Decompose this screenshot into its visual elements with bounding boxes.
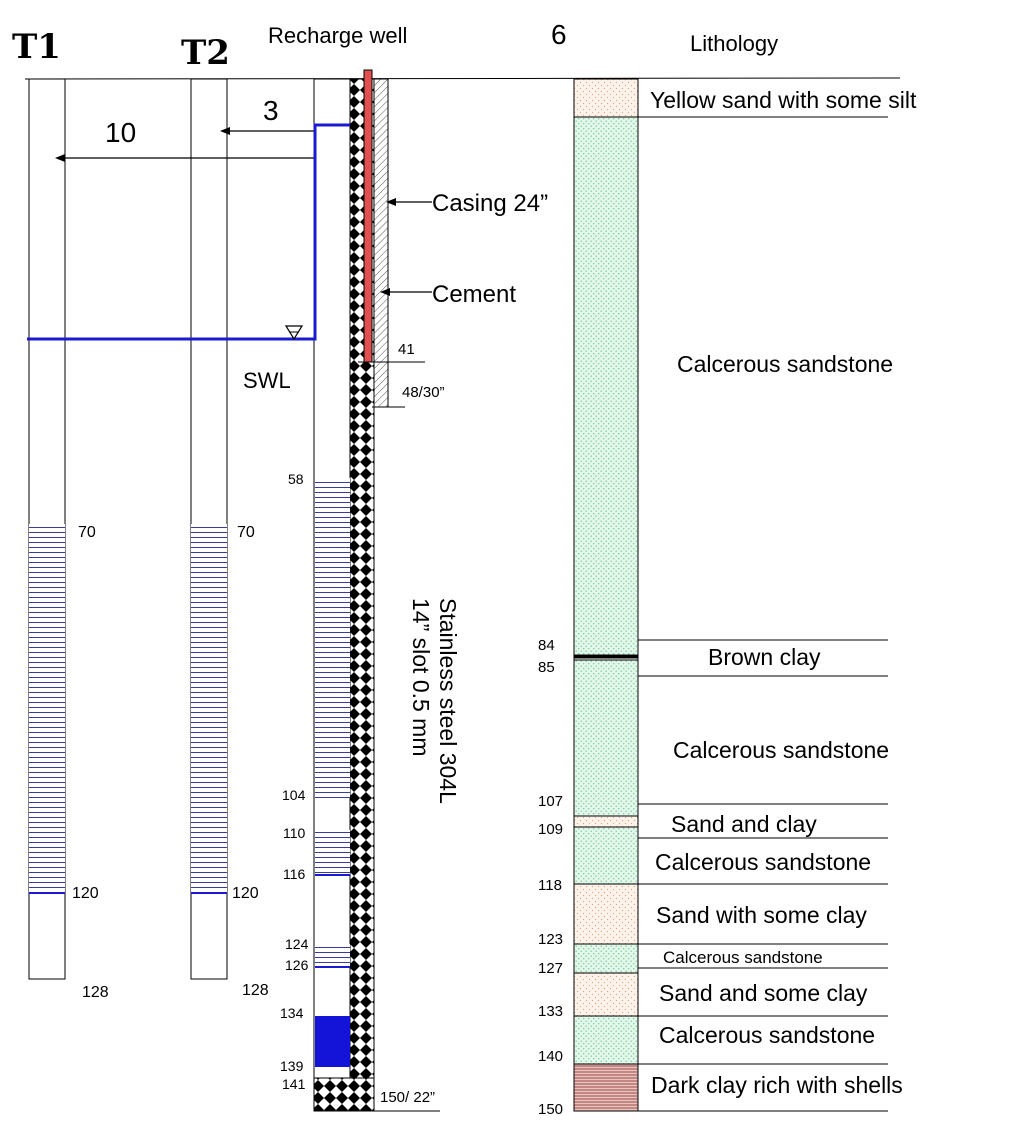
lithology-depth-label: 140 [538,1048,563,1065]
lithology-layer [573,1015,639,1065]
lithology-depth-label: 127 [538,960,563,977]
lithology-layer [573,972,639,1017]
lithology-depth-label: 150 [538,1101,563,1118]
lithology-layer-label: Brown clay [708,644,821,670]
recharge-depth-58: 58 [288,471,304,487]
distance-annotations: 10 3 [55,95,318,162]
casing-depth-label: 41 [398,341,415,358]
t2-total-depth: 128 [242,982,269,999]
distance-t2-label: 3 [263,95,279,126]
lithology-depth-label: 118 [538,877,562,894]
screen-spec-label: Stainless steel 304L 14” slot 0.5 mm [408,598,461,804]
ground-surface-line [24,77,901,80]
sump-section [315,1016,350,1067]
lithology-depth-label: 107 [538,793,563,810]
distance-t1-label: 10 [105,117,136,148]
t1-screen-bottom-depth: 120 [72,885,99,902]
lithology-layer [573,659,639,817]
lithology-depth-label: 109 [538,821,563,838]
lithology-layer-label: Sand with some clay [656,902,867,928]
water-level-line [27,123,350,341]
recharge-depth-116: 116 [283,866,306,882]
lithology-layer [573,116,639,656]
casing-callout-arrowhead [386,198,396,206]
lithology-layer-label: Sand and some clay [659,980,868,1006]
t2-screen [191,524,227,894]
lithology-layer [573,826,639,885]
screen-section-2 [315,830,350,875]
lithology-layer [573,883,639,945]
screen-spec-line1: Stainless steel 304L [435,598,461,804]
recharge-depth-110: 110 [283,825,306,841]
swl-label: SWL [243,368,291,393]
lithology-layers [573,78,639,1112]
recharge-depth-126: 126 [285,957,309,973]
cement-seal [373,78,389,408]
recharge-depth-134: 134 [280,1005,304,1021]
lithology-depth-label: 123 [538,931,563,948]
lithology-layer [573,1063,639,1112]
lithology-depth-label: 133 [538,1003,563,1020]
water-level: SWL [27,123,350,393]
t1-screen-top-depth: 70 [78,524,96,541]
lithology-depth-label: 84 [538,637,555,654]
screen-spec-line2: 14” slot 0.5 mm [408,598,434,757]
cement-depth-label: 48/30” [402,384,445,401]
t1-screen [29,524,65,894]
t2-screen-top-depth: 70 [237,524,255,541]
distance-t2-arrowhead [220,127,230,135]
casing-label: Casing 24” [432,190,548,217]
cement-label: Cement [432,281,516,308]
t1-total-depth: 128 [82,984,109,1001]
recharge-well: Recharge well 58 104 110 116 124 126 134… [268,23,548,1112]
recharge-depth-139: 139 [280,1058,304,1074]
lithology-layer-label: Dark clay rich with shells [651,1072,903,1098]
t2-title: T2 [181,33,230,73]
cement-callout-arrowhead [380,288,390,296]
casing-pipe [363,69,373,363]
lithology-layer-label: Calcerous sandstone [677,351,893,377]
lithology-layer [573,815,639,828]
lithology-layer-label: Calcerous sandstone [659,1022,875,1048]
lithology-layer-label: Calcerous sandstone [673,737,889,763]
recharge-total-depth: 150/ 22” [380,1089,435,1106]
observation-well-t2: T2 70 120 128 [181,33,269,999]
observation-well-t1: T1 70 120 128 [12,27,109,1001]
lithology-layer-label: Sand and clay [671,811,817,837]
lithology-layer-label: Calcerous sandstone [655,849,871,875]
screen-section-1 [315,478,350,798]
screen-section-3 [315,944,350,968]
recharge-well-title: Recharge well [268,23,407,48]
lithology-layer [573,78,639,118]
recharge-depth-124: 124 [285,936,309,952]
lithology-depth-label: 6 [551,19,567,50]
gravel-pack-base [313,1077,375,1112]
lithology-layer-label: Yellow sand with some silt [650,87,917,113]
lithology-depth-label: 85 [538,659,555,676]
lithology-depths: 6 84 85 107 109 118 123 127 133 140 150 [538,19,888,1118]
t2-screen-bottom-depth: 120 [232,885,259,902]
recharge-depth-104: 104 [282,787,306,803]
recharge-depth-141: 141 [282,1076,306,1092]
distance-t1-arrowhead [55,154,65,162]
lithology-title: Lithology [690,31,778,56]
lithology-layer-label: Calcerous sandstone [663,948,823,967]
t1-title: T1 [12,27,61,67]
lithology-column: Lithology 68485107109118123127133140150 … [538,19,917,1118]
lithology-layer [573,943,639,974]
